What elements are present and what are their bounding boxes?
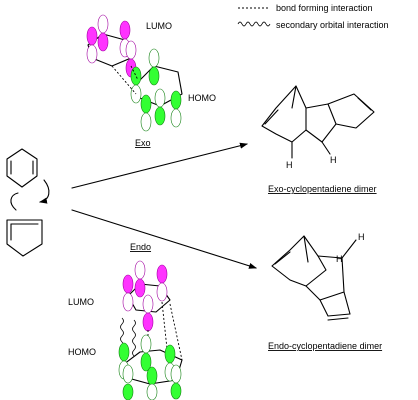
endo-product-h1: H — [336, 254, 343, 264]
endo-transition-state: LUMO HOMO — [68, 260, 183, 400]
exo-transition-state: LUMO HOMO Exo — [86, 14, 216, 148]
endo-reaction-arrow — [71, 209, 257, 269]
exo-label: Exo — [135, 138, 151, 148]
exo-product: H H Exo-cyclopentadiene dimer — [261, 85, 377, 194]
exo-homo-label: HOMO — [188, 93, 216, 103]
endo-product: H H Endo-cyclopentadiene dimer — [268, 232, 382, 351]
endo-product-name: Endo-cyclopentadiene dimer — [268, 341, 382, 351]
endo-homo-label: HOMO — [68, 347, 96, 357]
exo-product-h2: H — [330, 155, 337, 165]
legend: bond forming interaction secondary orbit… — [237, 3, 389, 30]
exo-reaction-arrow — [71, 142, 248, 189]
endo-product-h2: H — [358, 232, 365, 242]
endo-label: Endo — [130, 242, 151, 252]
cyclopentadiene-bottom — [6, 219, 43, 257]
electron-arrows — [10, 179, 50, 211]
legend-wavy-line — [237, 21, 271, 27]
exo-lumo-label: LUMO — [146, 21, 172, 31]
exo-product-name: Exo-cyclopentadiene dimer — [268, 184, 377, 194]
legend-secondary-label: secondary orbital interaction — [276, 20, 389, 30]
cyclopentadiene-top — [6, 148, 38, 188]
legend-bond-forming-label: bond forming interaction — [276, 3, 373, 13]
exo-product-h1: H — [286, 160, 293, 170]
endo-lumo-label: LUMO — [68, 297, 94, 307]
